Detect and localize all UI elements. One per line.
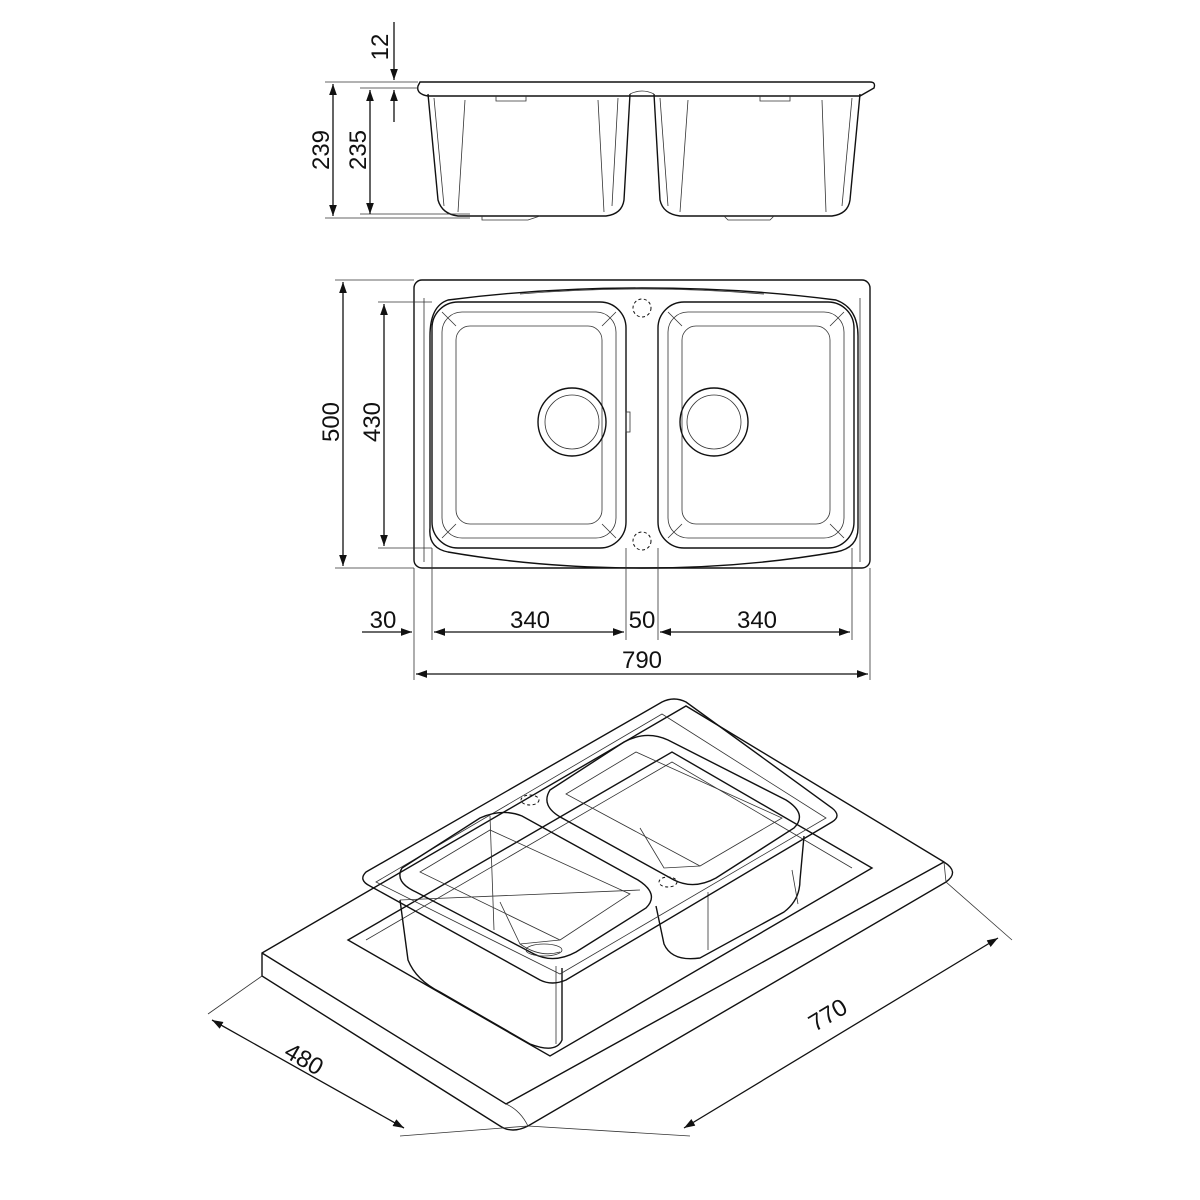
front-bowl-body: [399, 899, 563, 1049]
bottom-tap-hole: [632, 531, 652, 551]
right-bowl: [657, 301, 855, 549]
dim-label-12: 12: [367, 34, 394, 61]
front-bowl-opening: [399, 811, 653, 960]
top-inner-outline: [429, 287, 859, 569]
iso-tap-hole-front: [658, 876, 678, 888]
right-drain: [679, 387, 749, 457]
iso-tap-hole-rear: [520, 794, 540, 806]
isometric-view: 480 770: [207, 698, 1013, 1137]
side-left-bowl: [427, 93, 631, 217]
top-view: 500 430 30 340 50 340 790: [318, 279, 871, 680]
rear-bowl-opening: [546, 734, 801, 886]
dim-label-235: 235: [345, 130, 372, 170]
side-right-bowl: [653, 93, 861, 217]
dim-label-480: 480: [280, 1038, 328, 1081]
dim-label-790: 790: [622, 647, 662, 674]
top-tap-hole: [632, 298, 652, 318]
rear-bowl-body: [655, 835, 805, 960]
side-rim: [417, 81, 876, 97]
sink-flange: [362, 698, 838, 984]
dim-label-430: 430: [359, 402, 386, 442]
left-drain: [537, 387, 607, 457]
dim-label-239: 239: [308, 130, 335, 170]
dim-label-30: 30: [370, 607, 397, 634]
side-view: 239 235 12: [308, 22, 876, 221]
top-outline: [413, 279, 871, 569]
dim-label-340-right: 340: [737, 607, 777, 634]
left-bowl: [431, 301, 627, 549]
dim-label-340-left: 340: [510, 607, 550, 634]
dim-label-50: 50: [629, 607, 656, 634]
dim-label-500: 500: [318, 402, 345, 442]
